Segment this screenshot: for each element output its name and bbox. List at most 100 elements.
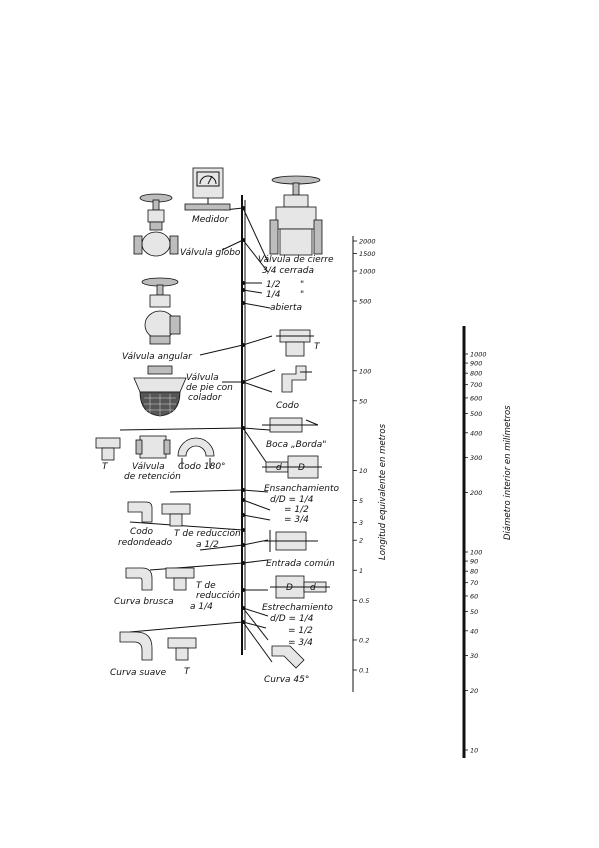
label-ensanchamiento: Ensanchamiento [264,484,340,494]
label-curva-brusca: Curva brusca [114,597,174,607]
return-bend-icon [177,437,215,468]
label-medidor: Medidor [192,215,230,225]
length-scale-title: Longitud equivalente en metros [378,423,388,560]
diameter-tick-label-18: 10 [470,747,478,755]
label-codo: Codo [276,401,300,411]
expansion-icon [262,455,322,479]
diameter-tick-label-13: 60 [470,592,478,600]
length-tick-label-3: 500 [359,298,371,306]
meter-icon [184,167,231,211]
foot-valve-icon [133,365,187,417]
label-valvula-angular: Válvula angular [122,352,193,362]
length-tick-label-4: 100 [359,367,371,375]
common-inlet-icon [264,530,318,552]
diameter-tick-label-1: 900 [470,360,482,368]
label-ditto-2: " [300,290,304,300]
label-ditto-1: " [300,280,304,290]
label-ens-ratio-3: = 3/4 [284,515,309,525]
diameter-tick-label-17: 20 [470,687,478,695]
globe-valve-icon [133,193,179,257]
fitting-labels: Medidor Válvula globo Válvula de cierre … [102,215,340,685]
length-tick-label-1: 1500 [359,250,376,258]
length-tick-label-2: 1000 [359,268,376,276]
label-t-reduccion-quarter-3: a 1/4 [190,602,213,612]
reducing-tee-half-icon [161,503,191,527]
diameter-scale: 1000900800700600500400300200100908070605… [462,326,513,758]
diameter-scale-title: Diámetro interior en milímetros [503,405,513,540]
label-codo-redondeado-1: Codo [130,527,154,537]
diameter-tick-label-7: 300 [470,454,482,462]
diameter-tick-label-8: 200 [470,489,482,497]
label-estrechamiento: Estrechamiento [262,603,333,613]
label-codo-redondeado-2: redondeado [118,538,173,548]
length-tick-label-0: 2000 [359,238,376,246]
length-tick-label-13: 0.1 [359,667,369,675]
tee-bottom-icon [167,637,197,661]
label-valvula-abierta: abierta [270,303,302,313]
label-ens-ratio-2: = 1/2 [284,505,309,515]
label-curva-suave: Curva suave [110,668,167,678]
label-valvula-cierre: Válvula de cierre [258,255,334,265]
length-tick-label-8: 3 [359,519,363,527]
label-t-reduccion-half-2: a 1/2 [196,540,219,550]
length-tick-label-6: 10 [359,467,367,475]
label-est-ratio-1: d/D = 1/4 [270,614,314,624]
diameter-tick-label-12: 70 [470,579,478,587]
label-curva-45: Curva 45° [264,675,309,685]
diameter-tick-label-10: 90 [470,558,478,566]
diameter-tick-label-4: 600 [470,394,482,402]
diameter-tick-label-3: 700 [470,381,482,389]
elbow-icon [281,365,312,393]
check-valve-icon [135,435,171,459]
gate-valve-icon [269,175,323,256]
diameter-tick-label-5: 500 [470,410,482,418]
length-tick-label-7: 5 [359,497,363,505]
diameter-tick-label-11: 80 [470,568,478,576]
diameter-tick-label-9: 100 [470,549,482,557]
label-ens-ratio-1: d/D = 1/4 [270,495,314,505]
label-valvula-retencion-2: de retención [124,471,181,482]
label-D-1: D [298,463,305,473]
label-D-2: D [286,583,293,593]
borda-inlet-icon [262,417,319,433]
bend-45-icon [271,645,305,669]
diameter-tick-label-2: 800 [470,370,482,378]
tee-left-icon [95,437,121,461]
length-tick-label-5: 50 [359,397,367,405]
label-t-upper: T [314,342,321,352]
label-d-2: d [310,583,316,593]
label-est-ratio-3: = 3/4 [288,638,313,648]
label-d-1: d [276,463,282,473]
label-codo-180: Codo 180° [178,462,226,472]
label-est-ratio-2: = 1/2 [288,626,313,636]
contraction-icon [270,575,330,599]
reducing-tee-quarter-icon [165,567,195,591]
label-valvula-retencion-1: Válvula [132,462,165,472]
label-t-reduccion-half-1: T de reducción [174,528,241,539]
length-tick-label-12: 0.2 [359,636,369,644]
label-t-bottom: T [184,667,191,677]
label-valvula-1-4: 1/4 [266,290,281,300]
diameter-tick-label-16: 30 [470,652,478,660]
label-t-reduccion-quarter-1: T de [196,581,216,591]
diameter-tick-label-0: 1000 [470,351,487,359]
length-tick-label-9: 2 [359,537,363,545]
tee-upper-icon [276,329,314,357]
length-tick-label-10: 1 [359,567,363,575]
diameter-tick-label-14: 50 [470,608,478,616]
angle-valve-icon [141,277,181,345]
label-valvula-pie-3: colador [188,393,223,403]
label-valvula-pie-2: de pie con [186,383,233,393]
label-valvula-globo: Válvula globo [180,248,241,258]
label-entrada-comun: Entrada común [266,559,335,569]
label-valvula-pie-1: Válvula [186,373,219,383]
smooth-bend-icon [119,631,153,661]
label-valvula-1-2: 1/2 [266,280,281,290]
label-t-reduccion-quarter-2: reducción [196,590,241,601]
diameter-tick-label-15: 40 [470,627,478,635]
label-boca-borda: Boca „Borda" [266,440,326,450]
diameter-scale-ticks: 1000900800700600500400300200100908070605… [464,351,487,755]
label-valvula-cierre-3-4: 3/4 cerrada [262,266,314,276]
